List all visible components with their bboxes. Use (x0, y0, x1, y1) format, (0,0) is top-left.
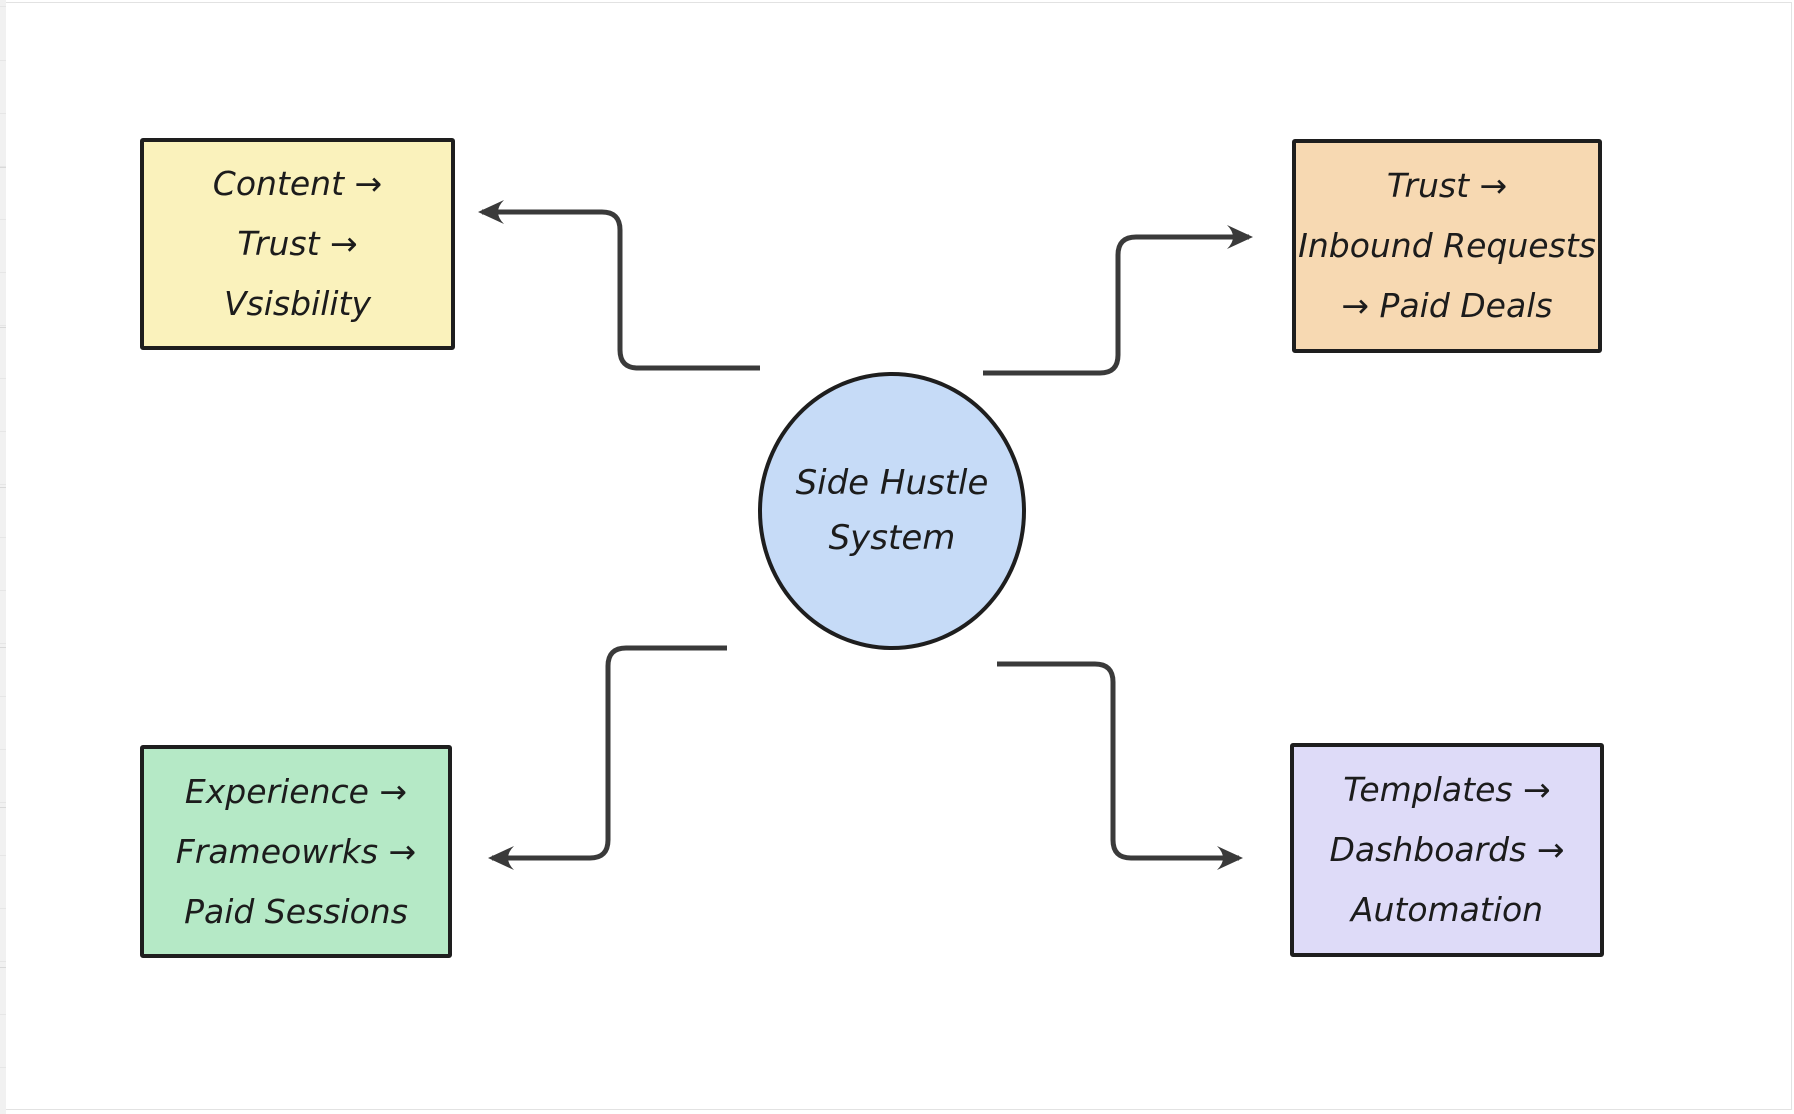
node-text-line: → Paid Deals (1341, 286, 1553, 325)
node-experience-frameworks-sessions[interactable]: Experience → Frameowrks → Paid Sessions (140, 745, 452, 958)
connector-center-to-bottom-left[interactable] (488, 645, 727, 870)
canvas-top-border (6, 2, 1792, 3)
node-text-line: Content → (212, 164, 383, 203)
left-grid-strip (0, 0, 6, 1114)
canvas-right-border (1791, 2, 1792, 1110)
node-text-line: Experience → (184, 771, 408, 811)
canvas-bottom-border (6, 1109, 1792, 1110)
connector-center-to-bottom-right[interactable] (997, 661, 1243, 870)
node-text-line: Dashboards → (1329, 830, 1565, 869)
node-text-line: Paid Sessions (184, 891, 408, 931)
node-trust-inbound-paid-deals[interactable]: Trust → Inbound Requests → Paid Deals (1292, 139, 1602, 353)
connector-center-to-top-right[interactable] (983, 225, 1253, 376)
node-text-line: Automation (1350, 890, 1544, 929)
node-text-line: Vsisbility (223, 284, 372, 323)
node-text-line: Trust → (1386, 166, 1508, 205)
node-templates-dashboards-automation[interactable]: Templates → Dashboards → Automation (1290, 743, 1604, 957)
connector-center-to-top-left[interactable] (478, 200, 760, 371)
node-content-trust-visibility[interactable]: Content → Trust → Vsisbility (140, 138, 455, 350)
node-text-line: Frameowrks → (175, 831, 417, 871)
node-text-line: Inbound Requests (1298, 226, 1596, 265)
node-text-line: Templates → (1343, 770, 1551, 809)
node-text-line: Side Hustle (795, 463, 989, 503)
node-text-line: System (828, 518, 956, 558)
node-text-line: Trust → (237, 224, 358, 263)
node-side-hustle-system[interactable]: Side Hustle System (758, 372, 1026, 650)
